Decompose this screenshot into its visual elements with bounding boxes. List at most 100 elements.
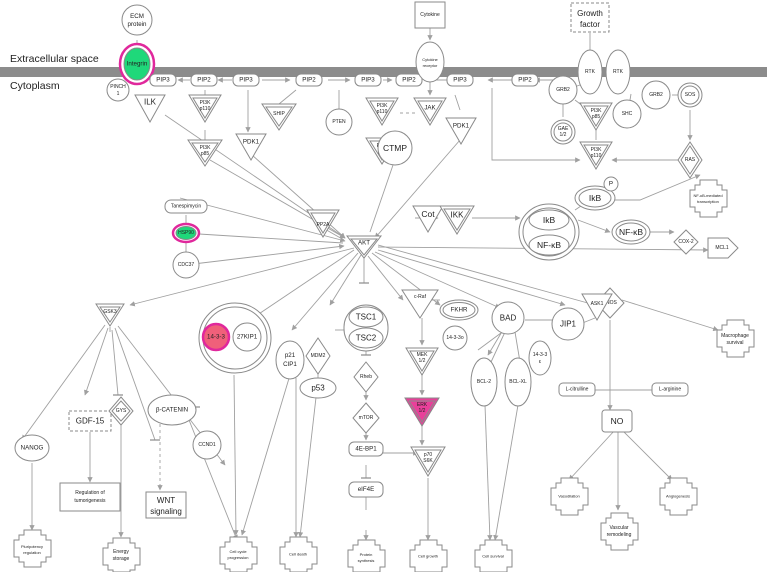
beta-catenin-node: β-CATENIN (147, 394, 197, 426)
grb2-node-left: GRB2 (548, 75, 578, 105)
shc-node: SHC (612, 99, 642, 129)
vasodilation-process: Vasodilation (550, 477, 589, 516)
pdk1-node-left: PDK1 (235, 133, 267, 162)
sos-node: SOS (677, 82, 703, 108)
svg-text:PDK1: PDK1 (243, 139, 260, 146)
svg-text:14-3-3o: 14-3-3o (446, 335, 463, 341)
svg-text:GSK3: GSK3 (103, 309, 117, 315)
svg-text:PIP3: PIP3 (239, 77, 253, 84)
gys-node: GYS (108, 396, 134, 426)
nanog-node: NANOG (14, 434, 50, 462)
svg-text:Angiogenesis: Angiogenesis (666, 494, 690, 499)
svg-text:JIP1: JIP1 (560, 320, 577, 329)
svg-text:TSC1: TSC1 (356, 313, 377, 322)
pip3-node-3: PIP3 (354, 73, 382, 87)
svg-text:HSP90: HSP90 (178, 230, 194, 236)
svg-text:IkB: IkB (589, 193, 602, 203)
cell-membrane (0, 67, 767, 77)
ikb-phosphorylated-node: IkB P (574, 176, 619, 211)
svg-text:SOS: SOS (685, 92, 696, 98)
extracellular-space-label: Extracellular space (10, 53, 99, 65)
svg-text:GRB2: GRB2 (556, 87, 570, 93)
pip2-node-1: PIP2 (190, 73, 218, 87)
cell-death-process: Cell death (279, 536, 318, 572)
svg-text:eIF4E: eIF4E (358, 486, 375, 493)
eif4e-node: eIF4E (348, 481, 384, 498)
cytokine-node: Cytokine (414, 1, 446, 29)
svg-text:L-arginine: L-arginine (659, 387, 681, 393)
pten-node: PTEN (325, 108, 353, 136)
x4ebp1-node: 4E-BP1 (348, 441, 384, 457)
svg-text:PIP2: PIP2 (302, 77, 316, 84)
ikk-node: IKK (439, 205, 475, 235)
nfkb-node: NF-κB (611, 219, 651, 245)
svg-text:NO: NO (611, 416, 624, 426)
svg-text:L-citrulline: L-citrulline (566, 387, 589, 393)
svg-text:RTK: RTK (585, 69, 596, 75)
hsp90-node: HSP90 (171, 222, 201, 244)
tanespimycin-node: Tanespimycin (164, 199, 208, 214)
integrin-node: Integrin (118, 42, 156, 86)
svg-text:RTK: RTK (613, 69, 624, 75)
svg-text:COX-2: COX-2 (678, 239, 694, 245)
svg-text:P: P (609, 181, 613, 188)
svg-text:PIP3: PIP3 (453, 77, 467, 84)
cytoplasm-label: Cytoplasm (10, 80, 60, 92)
bcl2-node: BCL-2 (470, 357, 498, 407)
bclxl-node: BCL-XL (504, 357, 532, 407)
svg-text:MCL1: MCL1 (715, 245, 729, 251)
svg-text:Rheb: Rheb (360, 374, 372, 380)
jak-node: JAK (413, 97, 447, 126)
svg-text:GRB2: GRB2 (649, 92, 663, 98)
svg-text:14-3-3ε: 14-3-3ε (533, 352, 548, 365)
svg-text:c-Raf: c-Raf (414, 294, 427, 300)
angiogenesis-process: Angiogenesis (659, 477, 698, 516)
svg-text:IkB: IkB (543, 215, 556, 225)
svg-text:PIP2: PIP2 (197, 77, 211, 84)
x14-3-3o-node: 14-3-3o (442, 325, 468, 351)
pip2-node-2: PIP2 (295, 73, 323, 87)
svg-text:AKT: AKT (358, 240, 370, 247)
svg-text:MDM2: MDM2 (311, 353, 326, 359)
craf-node: c-Raf (401, 289, 439, 319)
mcl1-node: MCL1 (707, 237, 739, 259)
rtk-node-2: RTK (605, 49, 631, 95)
pp2a-node: PP2A (306, 209, 340, 238)
svg-text:Integrin: Integrin (127, 61, 148, 68)
svg-text:PIP2: PIP2 (402, 77, 416, 84)
svg-text:27KIP1: 27KIP1 (237, 334, 258, 341)
ikb-nfkb-complex: IkB NF-κB (518, 203, 580, 261)
